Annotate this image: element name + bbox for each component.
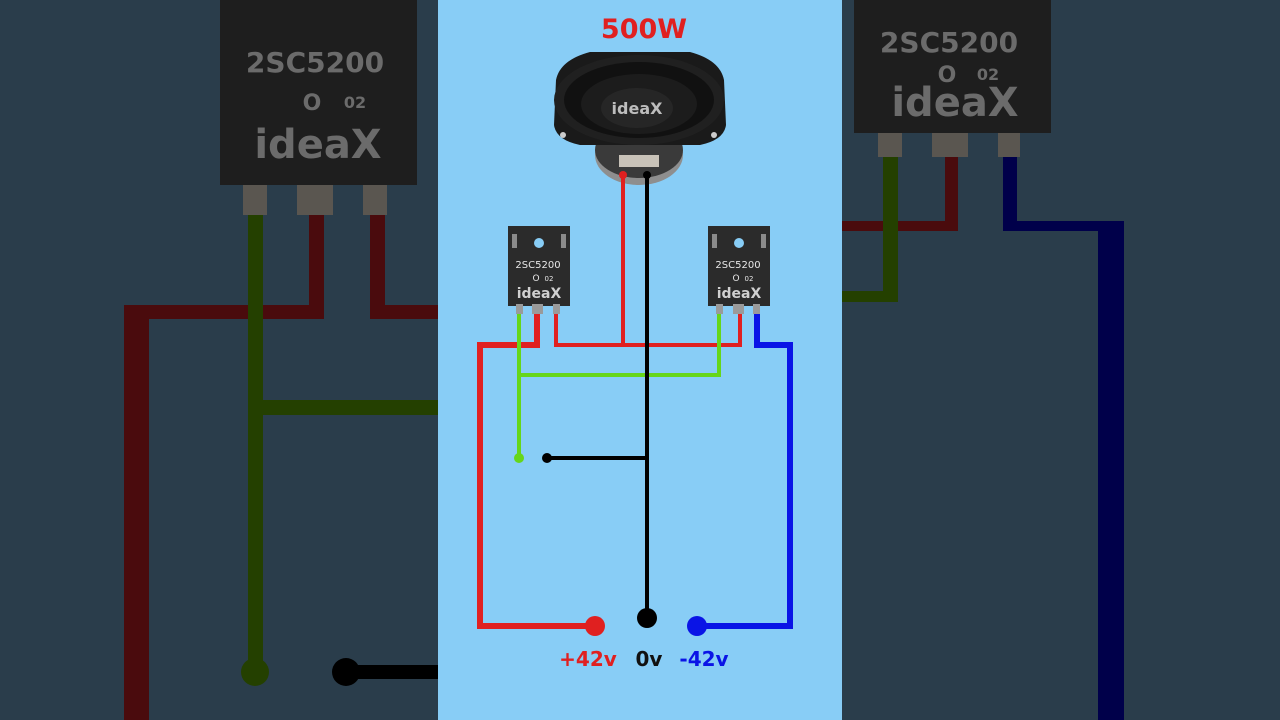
q1-mark-a: O	[532, 274, 539, 284]
left-bg-mark-b: 02	[344, 93, 366, 112]
circuit-diagram: 500W ideaX	[477, 14, 793, 671]
left-bg-transistor: 2SC5200 O 02 ideaX	[220, 0, 417, 215]
ground-terminal	[637, 608, 657, 628]
right-bg-mark-b: 02	[977, 65, 999, 84]
q1-brand-label: ideaX	[517, 286, 562, 302]
left-bg-mark-a: O	[303, 91, 322, 116]
positive-terminal	[585, 616, 605, 636]
left-background-diagram: 2SC5200 O 02 ideaX	[124, 0, 440, 720]
q2-brand-label: ideaX	[717, 286, 762, 302]
green-input-node	[514, 453, 524, 463]
power-rating-title: 500W	[601, 14, 687, 45]
transistor-q1: 2SC5200 O 02 ideaX	[508, 226, 570, 314]
black-wires	[545, 173, 649, 618]
negative-terminal	[687, 616, 707, 636]
speaker-brand-label: ideaX	[612, 99, 664, 118]
green-wires	[517, 308, 721, 460]
negative-voltage-label: -42v	[679, 647, 728, 671]
speaker-icon: ideaX	[554, 52, 726, 185]
circuit-diagram-panel: 500W ideaX	[438, 0, 842, 720]
right-background-panel: 2SC5200 O 02 ideaX	[840, 0, 1280, 720]
q2-part-label: 2SC5200	[715, 260, 760, 271]
left-background-panel: 2SC5200 O 02 ideaX	[0, 0, 440, 720]
right-bg-part-label: 2SC5200	[880, 26, 1018, 59]
left-bg-brand: ideaX	[254, 122, 381, 168]
blue-wires	[694, 307, 793, 629]
q2-mark-b: 02	[745, 275, 754, 283]
right-bg-brand: ideaX	[891, 80, 1018, 126]
right-bg-mark-a: O	[938, 63, 957, 88]
left-bg-part-label: 2SC5200	[246, 46, 384, 79]
positive-voltage-label: +42v	[559, 647, 617, 671]
transistor-q2: 2SC5200 O 02 ideaX	[708, 226, 770, 314]
black-input-node	[542, 453, 552, 463]
q1-mark-b: 02	[545, 275, 554, 283]
right-bg-transistor: 2SC5200 O 02 ideaX	[854, 0, 1051, 157]
q1-part-label: 2SC5200	[515, 260, 560, 271]
right-background-diagram: 2SC5200 O 02 ideaX	[840, 0, 1124, 720]
q2-mark-a: O	[732, 274, 739, 284]
ground-voltage-label: 0v	[636, 647, 663, 671]
